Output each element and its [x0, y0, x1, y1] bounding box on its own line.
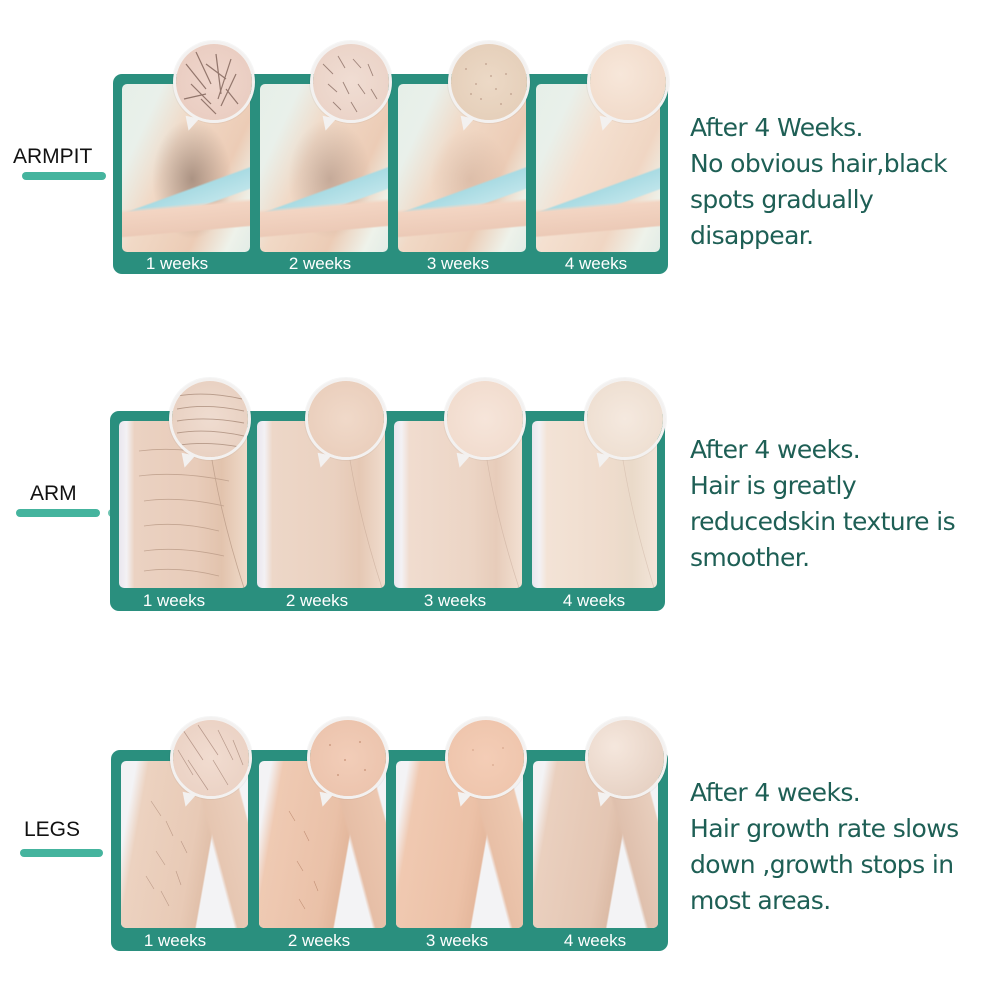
label-underline: [20, 849, 103, 857]
magnifier-legs-week-4: [585, 717, 667, 809]
description-line: most areas.: [690, 886, 831, 915]
description-line: After 4 weeks.: [690, 778, 861, 807]
magnifier-arm-week-4: [584, 378, 666, 470]
magnifier-legs-week-1: [170, 717, 252, 809]
description-armpit: After 4 Weeks. No obvious hair,black spo…: [690, 110, 948, 254]
region-label-armpit: ARMPIT: [13, 145, 93, 168]
magnifier-armpit-week-4: [587, 41, 669, 133]
description-line: disappear.: [690, 221, 814, 250]
region-label-legs: LEGS: [24, 818, 81, 841]
week-label: 2 weeks: [288, 254, 352, 273]
magnifier-tail: [182, 115, 200, 133]
magnifier-tail: [316, 791, 334, 809]
week-label: 4 weeks: [564, 254, 628, 273]
week-label: 3 weeks: [423, 591, 487, 610]
week-label: 4 weeks: [562, 591, 626, 610]
description-line: Hair is greatly: [690, 471, 857, 500]
magnifier-tail: [454, 791, 472, 809]
week-label: 3 weeks: [426, 254, 490, 273]
magnifier-arm-week-3: [444, 378, 526, 470]
description-line: After 4 Weeks.: [690, 113, 864, 142]
description-line: spots gradually: [690, 185, 874, 214]
magnifier-arm-week-2: [305, 378, 387, 470]
week-label: 1 weeks: [143, 931, 207, 950]
description-legs: After 4 weeks. Hair growth rate slows do…: [690, 775, 959, 919]
week-label: 2 weeks: [287, 931, 351, 950]
description-line: reducedskin texture is: [690, 507, 956, 536]
week-label: 1 weeks: [145, 254, 209, 273]
magnifier-tail: [319, 115, 337, 133]
description-line: down ,growth stops in: [690, 850, 954, 879]
week-label: 3 weeks: [425, 931, 489, 950]
magnifier-arm-week-1: [169, 378, 251, 470]
magnifier-tail: [178, 452, 196, 470]
magnifier-armpit-week-3: [448, 41, 530, 133]
magnifier-armpit-week-1: [173, 41, 255, 133]
magnifier-tail: [596, 115, 614, 133]
magnifier-tail: [457, 115, 475, 133]
magnifier-legs-week-2: [307, 717, 389, 809]
magnifier-tail: [594, 791, 612, 809]
description-line: After 4 weeks.: [690, 435, 861, 464]
label-underline: [16, 509, 100, 517]
week-label: 1 weeks: [142, 591, 206, 610]
magnifier-tail: [179, 791, 197, 809]
magnifier-tail: [314, 452, 332, 470]
magnifier-tail: [593, 452, 611, 470]
magnifier-armpit-week-2: [310, 41, 392, 133]
description-line: No obvious hair,black: [690, 149, 948, 178]
magnifier-tail: [453, 452, 471, 470]
label-underline: [22, 172, 106, 180]
region-label-arm: ARM: [30, 482, 77, 505]
week-label: 2 weeks: [285, 591, 349, 610]
description-line: smoother.: [690, 543, 810, 572]
week-label: 4 weeks: [563, 931, 627, 950]
magnifier-legs-week-3: [445, 717, 527, 809]
description-arm: After 4 weeks. Hair is greatly reducedsk…: [690, 432, 956, 576]
description-line: Hair growth rate slows: [690, 814, 959, 843]
